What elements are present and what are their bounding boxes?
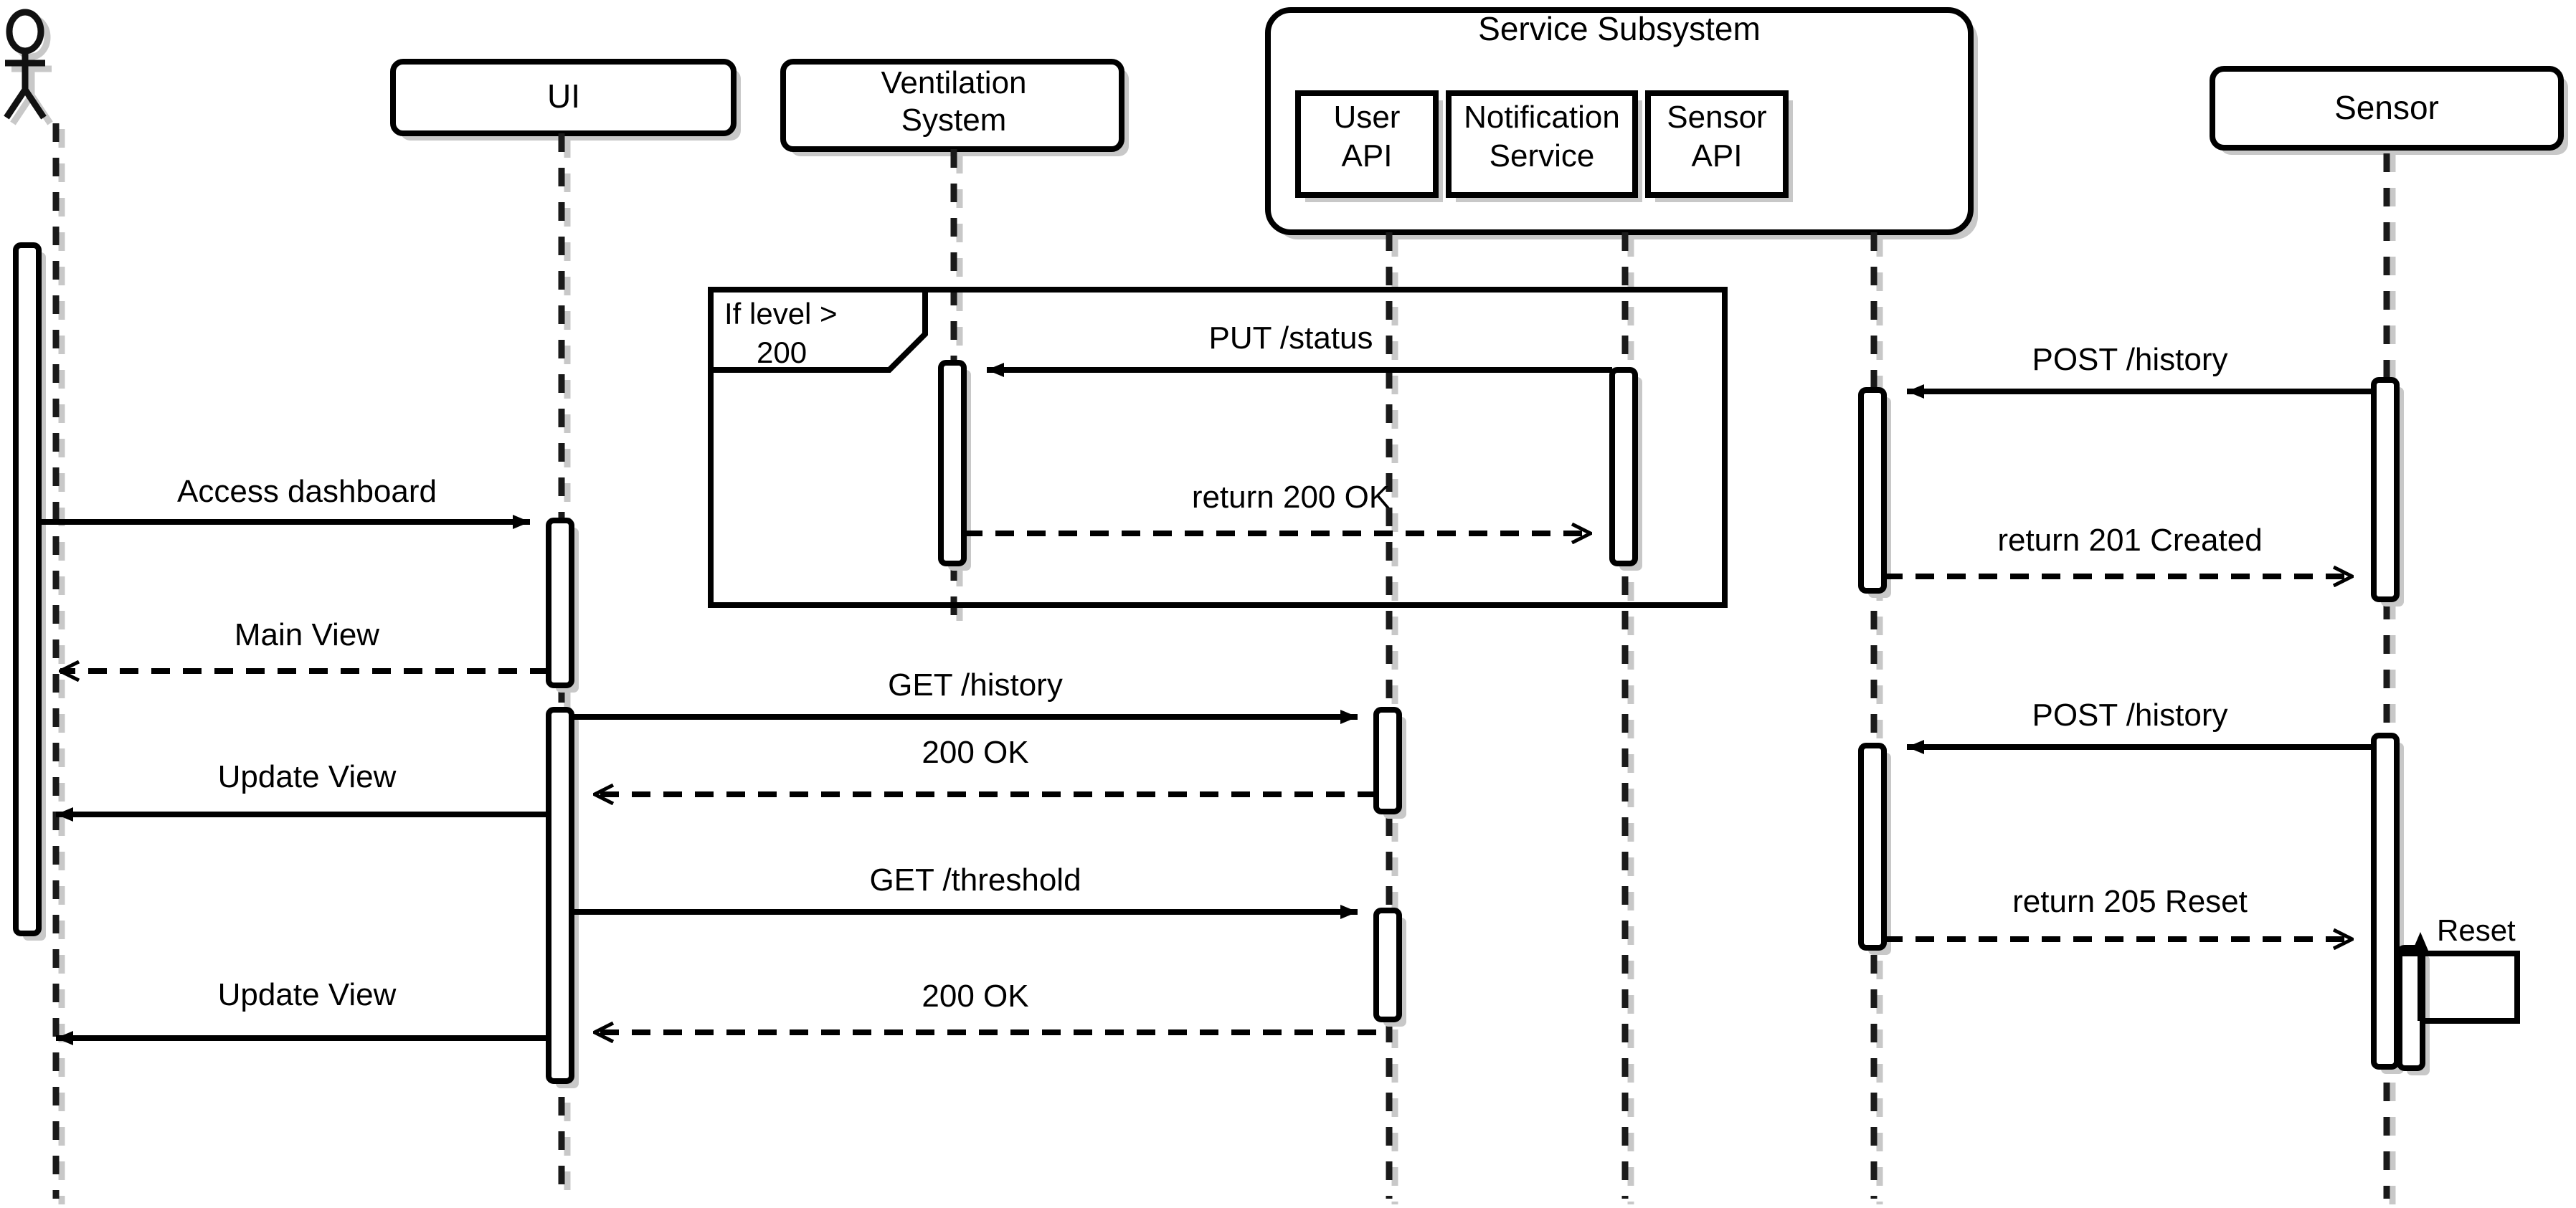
- combined-fragment[interactable]: If level > 200: [708, 287, 1728, 608]
- activation-bar-actor: [13, 242, 42, 936]
- sensorapi-label-line2: API: [1692, 138, 1743, 173]
- notif-label-line2: Service: [1490, 138, 1595, 173]
- message-return-201-created[interactable]: return 201 Created: [1884, 523, 2352, 576]
- participant-sensor-api[interactable]: Sensor API: [1645, 90, 1793, 202]
- actor-figure-icon: [4, 9, 47, 120]
- userapi-label-line1: User: [1334, 100, 1401, 135]
- sensorapi-label-line1: Sensor: [1667, 100, 1766, 135]
- message-label-access-dashboard: Access dashboard: [177, 474, 437, 509]
- activation-bar-sensor-2: [2371, 733, 2400, 1070]
- message-200-ok-1[interactable]: 200 OK: [595, 735, 1376, 794]
- participant-sensor[interactable]: Sensor: [2210, 66, 2568, 155]
- message-label-200-ok-2: 200 OK: [922, 979, 1028, 1014]
- lifelines: [52, 123, 2396, 1204]
- activation-bar-userapi-2: [1373, 908, 1402, 1022]
- message-get-threshold[interactable]: GET /threshold: [572, 862, 1358, 919]
- vent-label-line2: System: [901, 103, 1007, 138]
- message-label-return-200-ok: return 200 OK: [1192, 480, 1390, 515]
- activation-bar-notif: [1609, 367, 1638, 566]
- participant-ventilation-system[interactable]: Ventilation System: [780, 59, 1129, 156]
- message-return-205-reset[interactable]: return 205 Reset: [1884, 884, 2352, 939]
- activation-bar-sensorapi-1: [1858, 387, 1887, 594]
- message-put-status[interactable]: PUT /status: [987, 320, 1612, 377]
- notif-label-line1: Notification: [1464, 100, 1620, 135]
- activation-bar-userapi-1: [1373, 707, 1402, 814]
- notif-box: [1446, 90, 1638, 198]
- activation-bar-sensorapi-2: [1858, 743, 1887, 951]
- message-label-update-view-1: Update View: [218, 759, 397, 794]
- vent-label-line1: Ventilation: [881, 65, 1026, 100]
- sensorapi-box: [1645, 90, 1789, 198]
- fragment-box: [708, 287, 1728, 608]
- message-200-ok-2[interactable]: 200 OK: [595, 979, 1376, 1032]
- subsystem-title: Service Subsystem: [1478, 10, 1761, 47]
- participant-user-api[interactable]: User API: [1295, 90, 1443, 202]
- participant-ui[interactable]: UI: [390, 59, 741, 141]
- activation-bar-ui-1: [546, 518, 574, 688]
- message-post-history-2[interactable]: POST /history: [1907, 698, 2374, 754]
- activation-bar-sensor-1: [2371, 377, 2400, 602]
- message-update-view-1[interactable]: Update View: [56, 759, 549, 822]
- message-label-post-history-2: POST /history: [2032, 698, 2227, 733]
- activation-bars: [13, 242, 2430, 1088]
- sensor-label: Sensor: [2334, 89, 2439, 126]
- message-return-200-ok[interactable]: return 200 OK: [964, 480, 1591, 533]
- fragment-guard-tab: [708, 287, 928, 373]
- message-label-get-history: GET /history: [888, 667, 1063, 703]
- message-label-reset: Reset: [2437, 913, 2516, 947]
- message-reset-self[interactable]: Reset: [2397, 913, 2520, 1024]
- message-label-200-ok-1: 200 OK: [922, 735, 1028, 770]
- message-update-view-2[interactable]: Update View: [56, 977, 549, 1045]
- message-get-history[interactable]: GET /history: [572, 667, 1358, 724]
- fragment-guard-line2: 200: [757, 336, 807, 369]
- message-label-return-201-created: return 201 Created: [1997, 523, 2262, 558]
- participant-actor[interactable]: [4, 9, 53, 125]
- message-label-put-status: PUT /status: [1208, 320, 1373, 356]
- message-label-return-205-reset: return 205 Reset: [2012, 884, 2248, 919]
- service-subsystem-group[interactable]: Service Subsystem User API Notification …: [1265, 7, 1978, 239]
- message-label-update-view-2: Update View: [218, 977, 397, 1012]
- activation-bar-vent: [938, 360, 967, 566]
- message-post-history-1[interactable]: POST /history: [1907, 342, 2374, 399]
- participant-notification-service[interactable]: Notification Service: [1446, 90, 1642, 202]
- message-main-view[interactable]: Main View: [60, 617, 549, 671]
- sensor-box: [2210, 66, 2564, 151]
- message-access-dashboard[interactable]: Access dashboard: [39, 474, 530, 529]
- activation-bar-ui-2: [546, 707, 574, 1084]
- message-label-post-history-1: POST /history: [2032, 342, 2227, 377]
- userapi-label-line2: API: [1342, 138, 1393, 173]
- ui-label: UI: [547, 77, 580, 115]
- message-label-get-threshold: GET /threshold: [869, 862, 1081, 898]
- userapi-box: [1295, 90, 1439, 198]
- message-label-main-view: Main View: [235, 617, 379, 652]
- fragment-guard-line1: If level >: [724, 297, 838, 330]
- message-arrowhead-reset: [2412, 932, 2428, 951]
- message-arrow-reset: [2397, 951, 2520, 1024]
